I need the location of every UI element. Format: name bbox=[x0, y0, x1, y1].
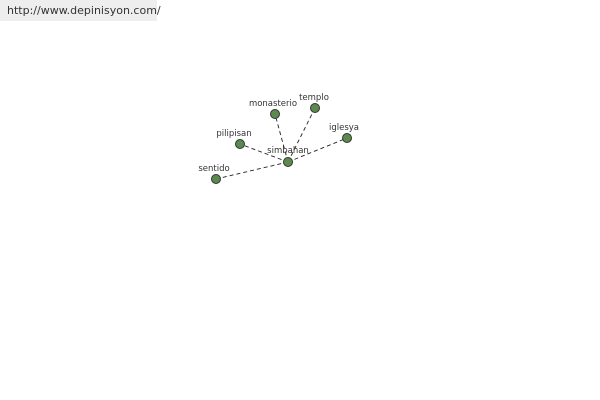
graph-nodes: monasterio templo pilipisan iglesya sent… bbox=[198, 93, 359, 184]
edge-simbahan-iglesya bbox=[287, 137, 348, 163]
source-url[interactable]: http://www.depinisyon.com/ bbox=[0, 0, 161, 21]
node-label-templo: templo bbox=[299, 93, 329, 103]
node-label-pilipisan: pilipisan bbox=[216, 129, 251, 139]
node-label-iglesya: iglesya bbox=[329, 123, 359, 133]
graph-edges bbox=[215, 107, 348, 180]
node-label-sentido: sentido bbox=[198, 164, 229, 174]
node-templo[interactable]: templo bbox=[299, 93, 329, 113]
edge-simbahan-pilipisan bbox=[239, 143, 289, 163]
node-simbahan[interactable]: simbahan bbox=[267, 146, 309, 167]
node-pilipisan[interactable]: pilipisan bbox=[216, 129, 252, 149]
edge-simbahan-templo bbox=[287, 107, 316, 163]
node-label-monasterio: monasterio bbox=[249, 99, 297, 109]
edge-simbahan-sentido bbox=[215, 161, 289, 180]
node-monasterio[interactable]: monasterio bbox=[249, 99, 297, 119]
node-iglesya[interactable]: iglesya bbox=[329, 123, 359, 143]
edge-simbahan-monasterio bbox=[274, 113, 289, 163]
node-sentido[interactable]: sentido bbox=[198, 164, 230, 184]
node-label-simbahan: simbahan bbox=[267, 146, 309, 156]
